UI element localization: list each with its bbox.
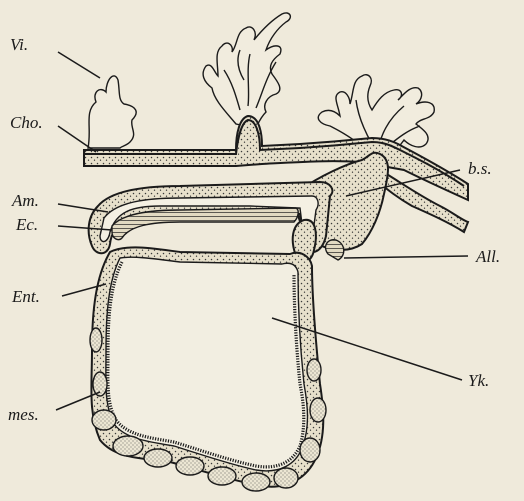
label-vi: Vi. xyxy=(10,35,28,54)
label-all: All. xyxy=(475,247,500,266)
leader-vi xyxy=(58,52,100,78)
label-ent: Ent. xyxy=(11,287,40,306)
label-ec: Ec. xyxy=(15,215,38,234)
villus-left xyxy=(88,76,136,148)
label-am: Am. xyxy=(11,191,39,210)
yolk-sac xyxy=(90,247,326,491)
label-cho: Cho. xyxy=(10,113,43,132)
label-mes: mes. xyxy=(8,405,39,424)
villus-middle xyxy=(203,13,290,128)
label-yk: Yk. xyxy=(468,371,489,390)
ectoderm-band xyxy=(112,208,298,240)
leader-all xyxy=(344,256,468,258)
label-bs: b.s. xyxy=(468,159,492,178)
